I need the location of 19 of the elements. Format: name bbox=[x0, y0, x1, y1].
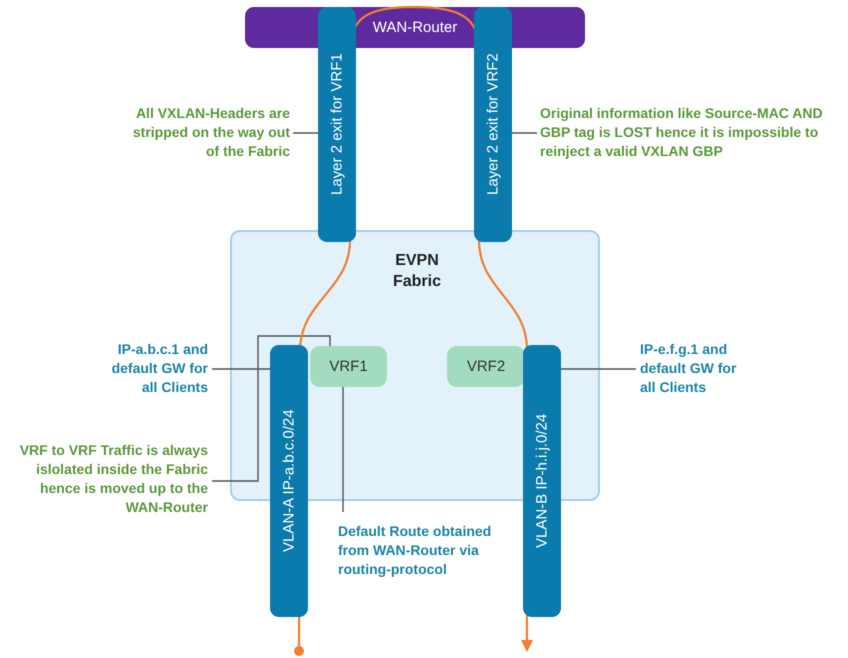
vrf-box: VRF2 bbox=[447, 346, 525, 387]
fabric-title: EVPN Fabric bbox=[392, 251, 442, 292]
vlan-bar: VLAN-A IP-a.b.c.0/24 bbox=[270, 345, 308, 617]
callout-text: Default Route obtained from WAN-Router via routing-protocol bbox=[338, 522, 516, 579]
leader-line bbox=[342, 387, 344, 512]
leader-line bbox=[212, 335, 331, 482]
callout-text: All VXLAN-Headers are stripped on the way out of the Fabric bbox=[128, 104, 290, 161]
vlan-bar: VLAN-B IP-h.i.j.0/24 bbox=[523, 345, 561, 617]
callout-text: VRF to VRF Traffic is always islolated inside the Fabric hence is moved up to the WAN-Router bbox=[14, 441, 208, 517]
leader-line bbox=[212, 368, 270, 370]
leader-line bbox=[512, 132, 537, 134]
callout-text: IP-a.b.c.1 and default GW for all Clients bbox=[96, 340, 208, 397]
exit-bar: Layer 2 exit for VRF1 bbox=[318, 7, 356, 242]
leader-line bbox=[293, 132, 318, 134]
callout-text: IP-e.f.g.1 and default GW for all Clients bbox=[640, 340, 752, 397]
vrf-box: VRF1 bbox=[310, 346, 387, 387]
leader-line bbox=[561, 368, 636, 370]
callout-text: Original information like Source-MAC AND GBP tag is LOST hence it is impossible to reinject a valid VXLAN GBP bbox=[540, 104, 830, 161]
exit-bar: Layer 2 exit for VRF2 bbox=[474, 7, 512, 242]
